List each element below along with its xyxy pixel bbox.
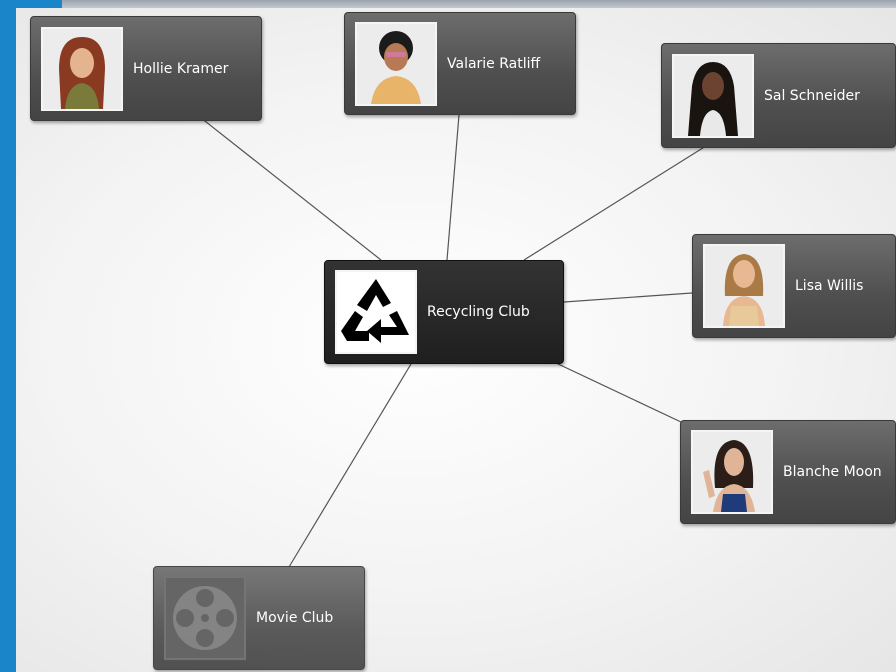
member-name: Valarie Ratliff [447, 55, 541, 72]
avatar [703, 244, 785, 328]
hub-name: Recycling Club [427, 304, 530, 320]
connection-lines [195, 113, 707, 568]
hub-node-recycling-club[interactable]: Recycling Club [324, 260, 564, 364]
link-blanche-moon [555, 362, 682, 423]
member-name: Hollie Kramer [133, 60, 229, 77]
avatar [355, 21, 437, 106]
club-name: Movie Club [256, 610, 334, 626]
link-lisa-willis [563, 292, 693, 303]
club-icon-frame [335, 270, 417, 354]
link-valarie-ratliff [446, 114, 460, 261]
member-node-lisa-willis[interactable]: Lisa Willis [692, 234, 896, 338]
film-reel-icon [173, 586, 237, 650]
club-node-movie-club[interactable]: Movie Club [153, 566, 365, 670]
network-canvas[interactable]: Hollie Kramer Valarie Ratliff Sal Schnei… [16, 8, 896, 672]
link-sal-schneider [523, 145, 707, 261]
top-bar [62, 0, 896, 8]
avatar [41, 26, 123, 111]
recycle-icon [341, 279, 409, 343]
club-icon-frame [164, 576, 246, 660]
member-node-valarie-ratliff[interactable]: Valarie Ratliff [344, 12, 576, 115]
link-hollie-kramer [195, 113, 382, 261]
member-name: Sal Schneider [764, 87, 860, 104]
member-node-blanche-moon[interactable]: Blanche Moon [680, 420, 896, 524]
member-node-hollie-kramer[interactable]: Hollie Kramer [30, 16, 262, 121]
avatar [691, 430, 773, 514]
avatar [672, 53, 754, 138]
member-name: Lisa Willis [795, 278, 864, 294]
member-node-sal-schneider[interactable]: Sal Schneider [661, 43, 896, 148]
link-movie-club [288, 363, 412, 568]
member-name: Blanche Moon [783, 464, 882, 480]
